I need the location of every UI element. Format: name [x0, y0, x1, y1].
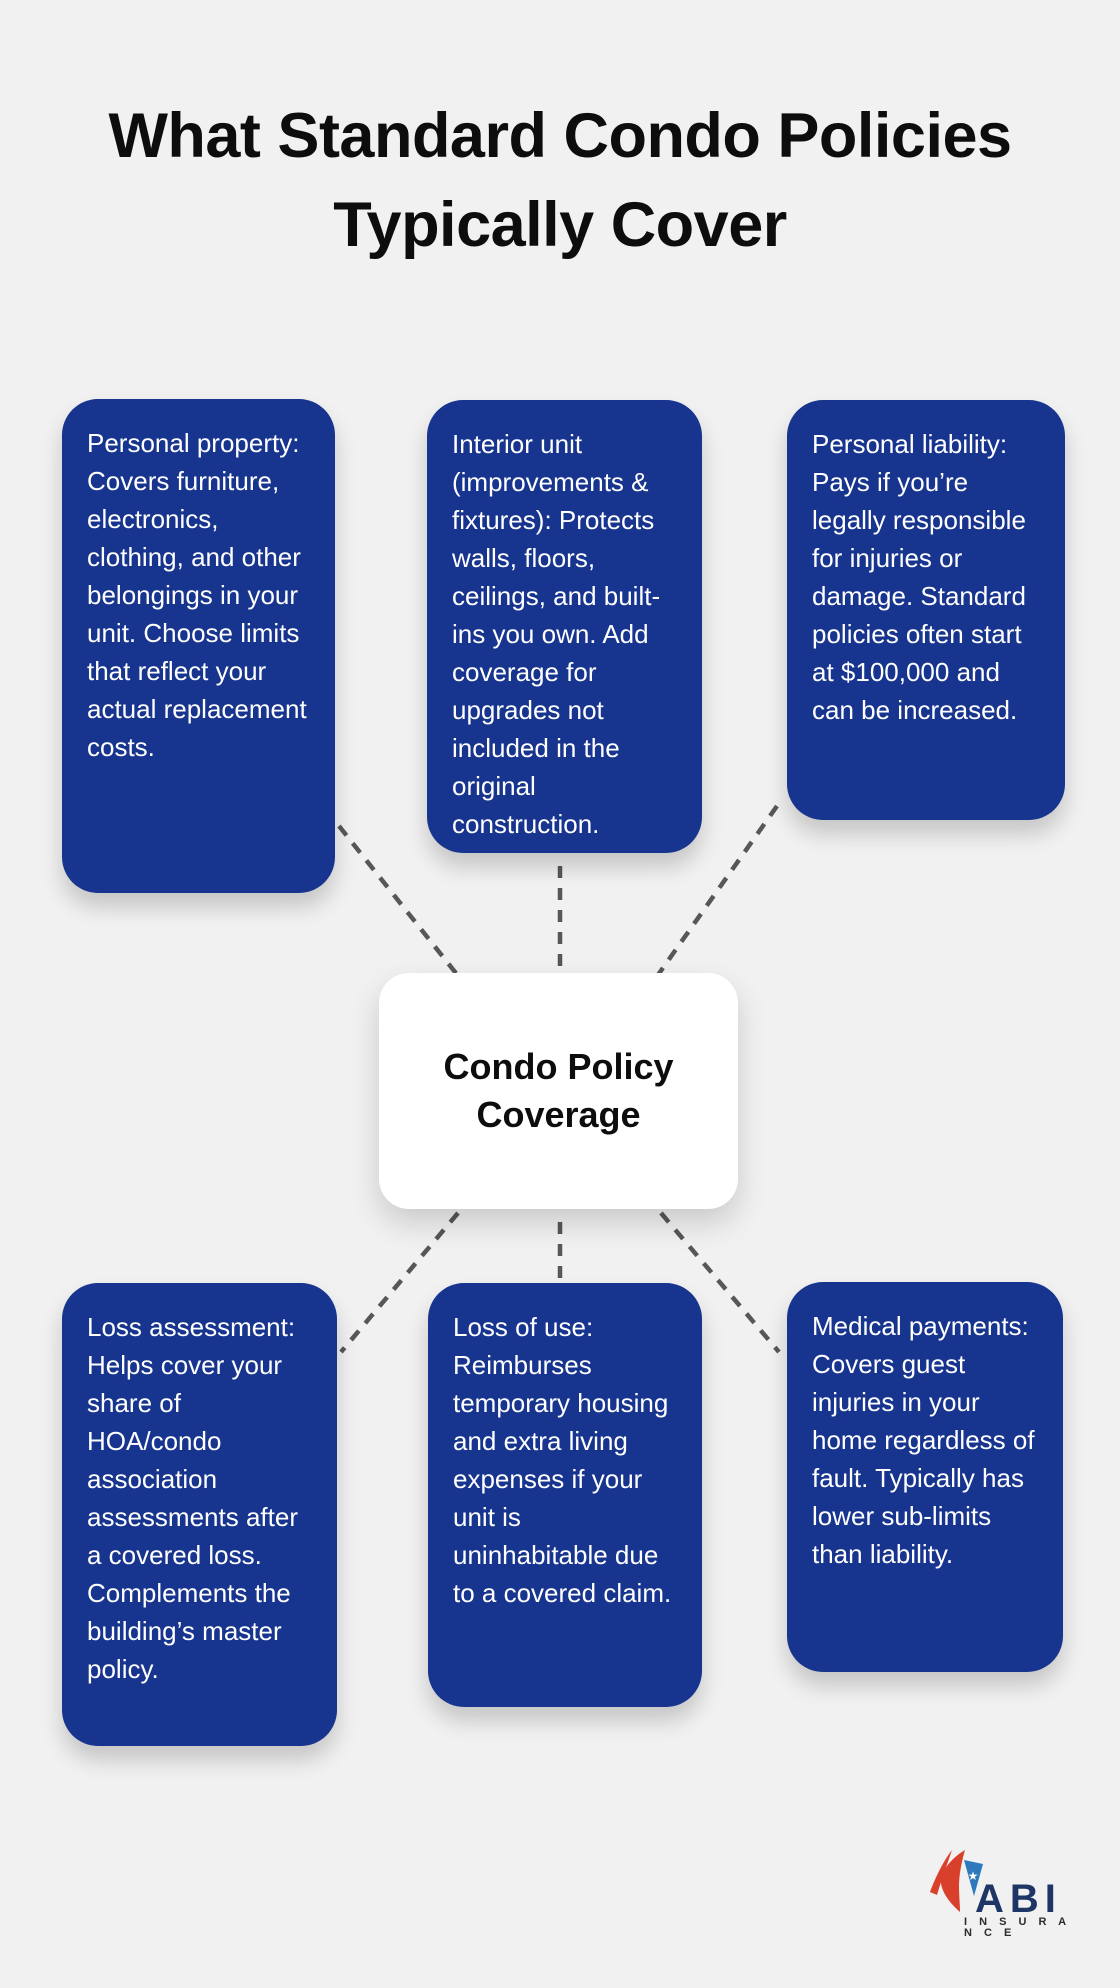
connector-line-loss-assessment [339, 1211, 460, 1354]
abi-logo-name: ABI [975, 1877, 1062, 1921]
coverage-box-interior-unit-text: Interior unit (improvements & fixtures):… [452, 429, 661, 839]
coverage-box-loss-assessment: Loss assessment: Helps cover your share … [62, 1283, 337, 1746]
connector-line-personal-property [337, 824, 461, 979]
page-title: What Standard Condo Policies Typically C… [108, 101, 1012, 261]
connector-line-personal-liability [651, 804, 779, 984]
coverage-box-loss-of-use: Loss of use: Reimburses temporary housin… [428, 1283, 702, 1707]
center-node: Condo Policy Coverage [379, 973, 738, 1209]
connector-line-medical-payments [659, 1211, 781, 1354]
abi-flag-icon: ★ [930, 1850, 983, 1912]
flag-red-band-small [930, 1850, 952, 1895]
coverage-box-personal-liability-text: Personal liability: Pays if you’re legal… [812, 429, 1026, 725]
flag-red-band-large [940, 1850, 965, 1912]
coverage-box-medical-payments-text: Medical payments: Covers guest injuries … [812, 1311, 1035, 1569]
coverage-box-loss-assessment-text: Loss assessment: Helps cover your share … [87, 1312, 298, 1684]
star-icon: ★ [968, 1869, 979, 1883]
abi-logo-subtitle: I N S U R A N C E [964, 1916, 1071, 1939]
coverage-box-loss-of-use-text: Loss of use: Reimburses temporary housin… [453, 1312, 672, 1608]
coverage-box-personal-liability: Personal liability: Pays if you’re legal… [787, 400, 1065, 820]
center-node-label: Condo Policy Coverage [443, 1046, 674, 1135]
coverage-box-personal-property: Personal property: Covers furniture, ele… [62, 399, 335, 893]
coverage-box-medical-payments: Medical payments: Covers guest injuries … [787, 1282, 1063, 1672]
abi-logo: ★ ABI I N S U R A N C E [925, 1843, 1085, 1948]
coverage-box-interior-unit: Interior unit (improvements & fixtures):… [427, 400, 702, 853]
coverage-box-personal-property-text: Personal property: Covers furniture, ele… [87, 428, 307, 762]
flag-triangle [964, 1860, 983, 1896]
